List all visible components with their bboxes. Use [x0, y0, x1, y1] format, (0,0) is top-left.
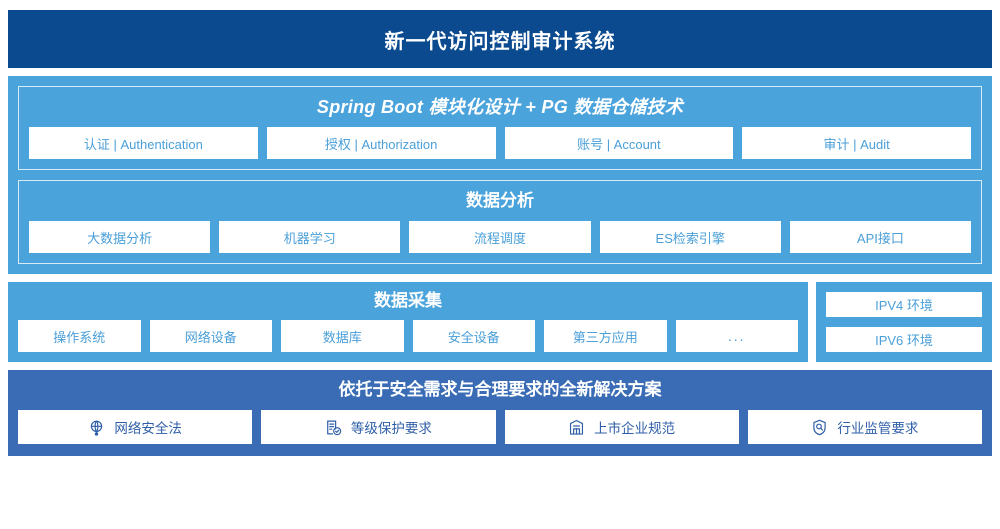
compliance-item-listed-company-norms[interactable]: 上市企业规范: [504, 410, 739, 444]
data-collection-panel: 数据采集 操作系统 网络设备 数据库 安全设备 第三方应用 ...: [8, 282, 808, 362]
collection-item-database[interactable]: 数据库: [281, 320, 404, 352]
compliance-panel: 依托于安全需求与合理要求的全新解决方案 网络安全法: [8, 370, 992, 456]
platform-item-authorization[interactable]: 授权 | Authorization: [266, 127, 496, 159]
compliance-item-row: 网络安全法 等级保护要求: [18, 410, 982, 444]
collection-item-security-device[interactable]: 安全设备: [412, 320, 535, 352]
group-title-data-analysis: 数据分析: [466, 191, 534, 210]
globe-network-icon: [88, 419, 105, 436]
platform-item-authentication[interactable]: 认证 | Authentication: [29, 127, 258, 159]
platform-panel: Spring Boot 模块化设计 + PG 数据仓储技术 认证 | Authe…: [8, 76, 992, 274]
collection-item-third-party-app[interactable]: 第三方应用: [544, 320, 667, 352]
data-collection-band: 数据采集 操作系统 网络设备 数据库 安全设备 第三方应用 ... IPV4 环…: [8, 282, 992, 362]
compliance-label-listed-company-norms: 上市企业规范: [594, 421, 676, 436]
data-collection-item-row: 操作系统 网络设备 数据库 安全设备 第三方应用 ...: [18, 320, 798, 352]
group-title-springboot: Spring Boot 模块化设计 + PG 数据仓储技术: [316, 97, 684, 117]
collection-item-more[interactable]: ...: [675, 320, 798, 352]
bank-building-icon: [568, 419, 585, 436]
springboot-item-row: 认证 | Authentication 授权 | Authorization 账…: [29, 127, 971, 159]
ip-environment-panel: IPV4 环境 IPV6 环境: [816, 282, 992, 362]
compliance-label-cybersecurity-law: 网络安全法: [114, 421, 182, 436]
analysis-item-big-data[interactable]: 大数据分析: [29, 221, 211, 253]
document-check-icon: [325, 419, 342, 436]
compliance-item-cybersecurity-law[interactable]: 网络安全法: [18, 410, 253, 444]
environment-item-ipv4[interactable]: IPV4 环境: [826, 292, 982, 317]
data-analysis-item-row: 大数据分析 机器学习 流程调度 ES检索引擎 API接口: [29, 221, 972, 253]
page-title-banner: 新一代访问控制审计系统: [8, 10, 992, 68]
compliance-label-industry-supervision: 行业监管要求: [837, 421, 919, 436]
platform-item-account[interactable]: 账号 | Account: [504, 127, 734, 159]
compliance-item-industry-supervision[interactable]: 行业监管要求: [747, 410, 982, 444]
group-title-data-collection: 数据采集: [374, 291, 442, 310]
compliance-item-classified-protection[interactable]: 等级保护要求: [261, 410, 496, 444]
analysis-item-es-search-engine[interactable]: ES检索引擎: [599, 221, 781, 253]
platform-item-audit[interactable]: 审计 | Audit: [742, 127, 971, 159]
analysis-item-process-scheduling[interactable]: 流程调度: [409, 221, 591, 253]
compliance-label-classified-protection: 等级保护要求: [350, 421, 432, 436]
collection-item-operating-system[interactable]: 操作系统: [18, 320, 141, 352]
page-title: 新一代访问控制审计系统: [384, 30, 616, 53]
shield-search-icon: [811, 419, 828, 436]
platform-group-springboot: Spring Boot 模块化设计 + PG 数据仓储技术 认证 | Authe…: [18, 86, 982, 170]
environment-item-ipv6[interactable]: IPV6 环境: [826, 327, 982, 352]
analysis-item-machine-learning[interactable]: 机器学习: [219, 221, 401, 253]
analysis-item-api-interface[interactable]: API接口: [789, 221, 972, 253]
group-title-compliance: 依托于安全需求与合理要求的全新解决方案: [338, 380, 662, 399]
platform-group-data-analysis: 数据分析 大数据分析 机器学习 流程调度 ES检索引擎 API接口: [18, 180, 982, 264]
collection-item-network-device[interactable]: 网络设备: [149, 320, 272, 352]
